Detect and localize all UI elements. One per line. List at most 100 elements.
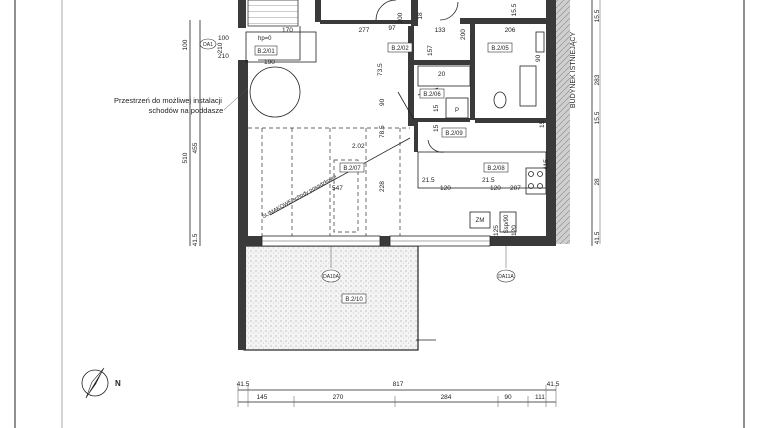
existing-building-wall [556,0,570,244]
section-mark-da11a: DA11A [496,246,516,283]
svg-text:DA11A: DA11A [498,274,514,280]
svg-text:DA1: DA1 [203,42,213,48]
dim-top-6: 18 [417,12,424,20]
svg-text:210: 210 [217,42,224,53]
dim-int-18: 120 [511,225,518,236]
dim-int-1: 190 [264,59,275,66]
svg-text:41.5: 41.5 [192,233,199,246]
svg-text:817: 817 [393,381,404,388]
dim-int-2: 73.5 [377,63,384,76]
dim-int-22: 15 [539,120,546,128]
svg-text:41.5: 41.5 [547,381,560,388]
bath-counter [417,65,471,87]
stair-arc [249,66,301,118]
dim-int-3: 90 [379,98,386,106]
svg-text:283: 283 [594,74,601,85]
dim-int-12: 15 [433,104,440,112]
level-mark: hp=0 [258,36,272,42]
door-leaf-hall [397,91,415,121]
partition-bath [470,24,475,120]
terrace-wall-left [238,246,246,350]
svg-text:B.2/01: B.2/01 [257,49,275,55]
north-arrow: N [81,367,121,399]
stair-label: ŚLIMAKOWE/schody posadzkowe [260,172,338,220]
dim-int-17: 90 [535,54,542,62]
svg-text:B.2/02: B.2/02 [391,46,409,52]
svg-text:15.5: 15.5 [594,9,601,22]
svg-text:455: 455 [192,142,199,153]
door-arc-pantry [427,139,445,153]
dim-top-5: 15.5 [511,3,518,16]
bathtub [519,65,537,107]
section-mark-da10a: DA10A [321,246,341,283]
pantry-label: P [455,108,459,114]
dim-int-8: 547 [332,185,343,192]
wall-top-2 [320,20,415,24]
dim-chain-left: 100 210 510 455 41.5 [182,20,224,246]
dim-int-20: 200 [460,29,467,40]
svg-text:B.2/05: B.2/05 [491,46,509,52]
wall-stair [315,0,321,22]
svg-text:B.2/08: B.2/08 [487,166,505,172]
cooktop [525,167,547,195]
svg-text:284: 284 [441,394,452,401]
section-mark-da1: DA1 [199,38,217,50]
wall-top-mid [411,0,418,26]
dim-int-7: 2.02 [352,143,365,150]
column-outline [333,159,359,233]
room-tag-b210: B.2/10 [341,293,367,304]
dim-int-16: 207 [510,185,521,192]
svg-text:DA10A: DA10A [323,274,340,280]
pantry-box [445,97,469,119]
partition-hall [414,118,470,122]
toilet [493,91,507,109]
svg-text:100: 100 [182,39,189,50]
washbasin [535,31,545,53]
staircase [247,0,299,27]
dim-int-19: 125 [493,225,500,236]
wall-east [546,0,556,246]
room-tag-b208: B.2/08 [483,162,509,173]
room-tag-b202: B.2/02 [387,42,413,53]
room-b201-outline [245,31,317,63]
dim-int-6: 78.5 [379,125,386,138]
dim-int-21: 415 [543,159,550,170]
dim-int-15: 120 [490,185,501,192]
stair-diagonal [269,137,411,216]
room-tag-b201: B.2/01 [254,45,278,56]
dim-top-2: 200 [397,12,404,23]
wall-top-right [460,18,550,24]
svg-text:B.2/06: B.2/06 [423,92,441,98]
note-line-2: schodów na poddasze [149,106,224,115]
dim-int-24: 210 [218,53,229,60]
partition-center [408,26,414,126]
partition-bath-top [414,60,474,65]
appliance-label: Ssp/90 [504,214,510,233]
dim-int-23: 100 [218,35,229,42]
dim-chain-right: 15.5 283 15.5 28 41.5 [591,0,601,246]
svg-text:B.2/10: B.2/10 [345,297,363,303]
note-line-1: Przestrzeń do możliwej instalacji [114,96,222,105]
partition-pantry [414,122,418,152]
wall-west-upper [238,0,246,28]
note-leader [223,87,249,111]
partition-bath-bottom [475,118,546,123]
dim-top-4: 206 [505,27,516,34]
dim-int-5: 157 [427,45,434,56]
dim-top-1: 97 [388,25,396,32]
svg-text:510: 510 [182,152,189,163]
dim-int-10: 21.5 [422,177,435,184]
room-tag-b207: B.2/07 [339,162,365,173]
dim-int-14: 21.5 [482,177,495,184]
fridge-box [469,211,491,229]
svg-text:270: 270 [333,394,344,401]
dim-int-13: 15 [433,124,440,132]
dim-chain-bottom: 41.5 817 41.5 145 270 284 90 111 [237,381,560,407]
svg-text:B.2/09: B.2/09 [445,131,463,137]
svg-text:111: 111 [535,394,545,401]
svg-text:41.5: 41.5 [237,381,250,388]
wall-west [238,60,248,246]
dim-int-9: 228 [379,181,386,192]
existing-building-label: BUDYNEK ISTNIEJĄCY [570,32,577,109]
